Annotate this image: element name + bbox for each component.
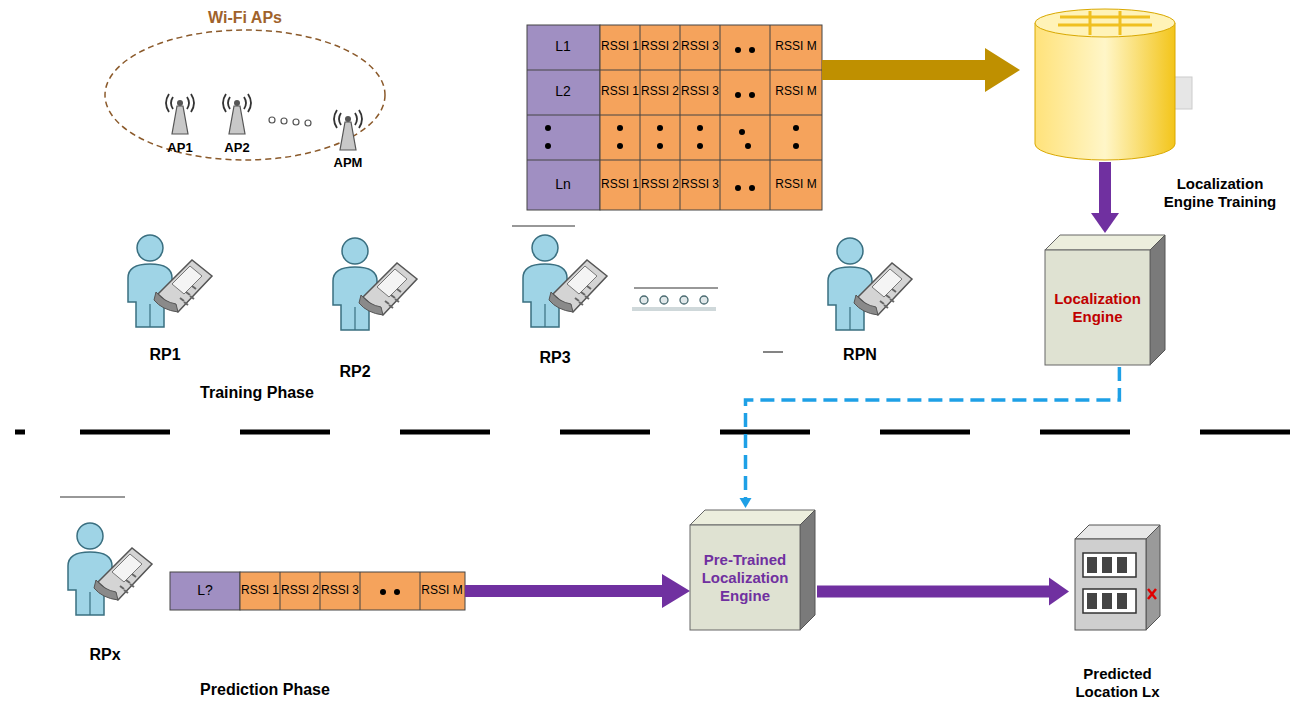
shape [1035,23,1175,160]
table-cell: RSSI M [774,85,818,98]
node-text: Localization Engine [1049,254,1146,361]
region-title: Prediction Phase [200,681,330,699]
device-label: APM [334,156,363,170]
connector-line [817,586,1051,598]
arrow-head [1049,578,1069,606]
table-cell: RSSI M [774,178,818,191]
connector-line [1099,162,1111,215]
connector-line [746,367,1120,500]
table-cell: RSSI 3 [681,178,719,191]
node-text: Localization Engine Training [1155,170,1285,216]
table-cell: RSSI M [774,40,818,53]
table-cell: RSSI 2 [641,40,679,53]
database-cylinder: Localization Engine Training [1030,5,1180,160]
shape [1083,589,1136,613]
region-title: Training Phase [200,384,314,402]
table-cell: RSSI 1 [601,178,639,191]
arrow-head [740,498,752,508]
shape [1117,593,1127,609]
shape [1075,525,1160,539]
shape [1075,539,1146,630]
node-outline [1075,525,1160,630]
shape [1146,525,1160,630]
device-label: RPx [89,646,120,664]
shape [1087,593,1097,609]
table-cell: RSSI 1 [601,85,639,98]
device-label: AP2 [224,141,249,155]
table-cell: RSSI 1 [241,584,279,597]
shape [690,525,800,630]
engine-box: Localization Engine [1045,235,1165,365]
table-cell: Ln [555,177,571,192]
shape [1035,9,1175,37]
table-cell: RSSI 2 [641,85,679,98]
engine-box: Pre-Trained Localization Engine [690,510,815,630]
device-label: AP1 [167,141,192,155]
connector [740,367,1120,508]
device-label: RP3 [539,349,570,367]
shape [1117,557,1127,573]
shape [1102,557,1112,573]
table-cell: RSSI 3 [681,85,719,98]
node-text: Pre-Trained Localization Engine [694,529,796,626]
shape [800,510,815,630]
table-cell: RSSI 2 [641,178,679,191]
shape [1083,553,1136,577]
connector [1091,162,1119,233]
shape [1174,77,1192,109]
table-cell: RSSI M [421,584,463,597]
device-label: RPN [843,346,877,364]
shape [1150,235,1165,365]
device-label: RP2 [339,363,370,381]
shape [1045,250,1150,365]
node-outline [1030,5,1180,160]
device-label: RP1 [149,346,180,364]
shape [1087,557,1097,573]
connector [817,578,1069,606]
table-cell: L2 [555,84,571,99]
shape [1045,235,1165,250]
arrow-head [1091,213,1119,233]
shape [1058,11,1152,35]
shape [1102,593,1112,609]
shape [1148,589,1156,599]
table-cell: RSSI 3 [681,40,719,53]
region-title: Wi-Fi APs [208,9,282,27]
building-icon: Predicted Location Lx [1075,525,1160,630]
shape [690,510,815,525]
table-cell: RSSI 2 [281,584,319,597]
table-cell: RSSI 1 [601,40,639,53]
table-cell: L1 [555,39,571,54]
table-cell: RSSI 3 [321,584,359,597]
table-cell: L? [197,583,213,598]
node-text: Predicted Location Lx [1057,663,1178,702]
